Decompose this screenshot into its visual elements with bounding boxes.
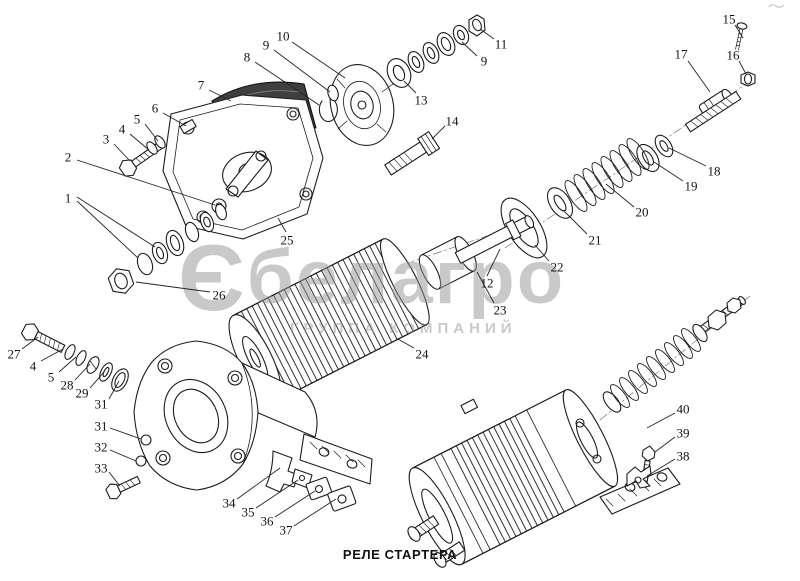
front-bracket (105, 340, 373, 500)
part-callout-33: 33 (94, 460, 108, 476)
lever-parts (265, 450, 357, 512)
part-callout-29: 29 (75, 385, 89, 401)
part-callout-1: 1 (64, 190, 72, 206)
part-callout-3: 3 (102, 131, 110, 147)
bolt-washer-chain-27 (20, 323, 129, 392)
bolt-14 (384, 131, 441, 176)
plate-assembly (162, 81, 324, 240)
bolt-3 (118, 135, 166, 177)
part-callout-12: 12 (480, 275, 494, 291)
part-callout-22: 22 (550, 259, 564, 275)
plunger-shaft (418, 215, 535, 290)
part-callout-36: 36 (260, 513, 274, 529)
part-callout-18: 18 (707, 163, 721, 179)
part-callout-38: 38 (676, 448, 690, 464)
part-callout-31: 31 (94, 396, 108, 412)
part-callout-31: 31 (94, 418, 108, 434)
part-callout-40: 40 (676, 401, 690, 417)
relay-spring-rod (602, 295, 746, 413)
part-callout-20: 20 (635, 204, 649, 220)
part-callout-7: 7 (197, 77, 205, 93)
part-callout-9: 9 (480, 53, 488, 69)
part-callout-8: 8 (243, 49, 251, 65)
part-callout-39: 39 (676, 425, 690, 441)
part-callout-14: 14 (445, 113, 459, 129)
part-callout-10: 10 (276, 28, 290, 44)
part-callout-25: 25 (280, 232, 294, 248)
solenoid-coil (228, 238, 430, 403)
relay-assembly (407, 295, 746, 568)
part-callout-5: 5 (133, 111, 141, 127)
part-callout-4: 4 (29, 358, 37, 374)
part-callout-19: 19 (684, 178, 698, 194)
part-callout-27: 27 (7, 346, 21, 362)
diagram-caption: РЕЛЕ СТАРТЕРА (342, 547, 458, 562)
part-callout-13: 13 (414, 92, 428, 108)
part-callout-24: 24 (415, 346, 429, 362)
nut-washer-stack (107, 203, 227, 294)
part-callout-15: 15 (722, 11, 736, 27)
part-callout-32: 32 (94, 439, 108, 455)
corner-mark (768, 4, 785, 8)
return-spring (564, 138, 650, 212)
part-callout-34: 34 (222, 495, 236, 511)
lock-clamp-38 (626, 465, 652, 489)
part-callout-5: 5 (47, 369, 55, 385)
part-callout-37: 37 (279, 522, 293, 538)
part-callout-26: 26 (212, 287, 226, 303)
part-callout-2: 2 (64, 149, 72, 165)
part-callout-23: 23 (493, 302, 507, 318)
small-rings-stack (386, 14, 486, 88)
part-callout-6: 6 (151, 100, 159, 116)
part-callout-21: 21 (588, 232, 602, 248)
part-callout-35: 35 (241, 504, 255, 520)
part-callout-11: 11 (494, 36, 508, 52)
part-callout-4: 4 (118, 121, 126, 137)
part-callout-9: 9 (262, 37, 270, 53)
diaphragm-disc (318, 64, 395, 146)
part-callout-28: 28 (60, 377, 74, 393)
part-callout-16: 16 (726, 47, 740, 63)
part-callout-17: 17 (674, 46, 688, 62)
